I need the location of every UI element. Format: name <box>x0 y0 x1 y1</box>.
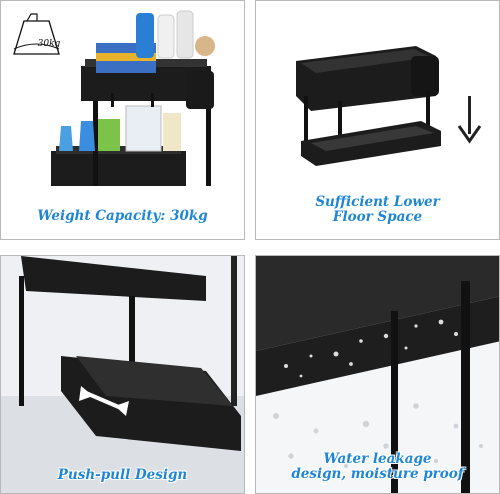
panel-weight-capacity: 30kg Weight Capacity: 30kg <box>0 0 245 240</box>
support-post <box>206 76 211 186</box>
panel-lower-floor-space: Sufficient Lower Floor Space <box>255 0 500 240</box>
caption-line-1: Sufficient Lower <box>315 194 440 210</box>
support-post <box>461 281 470 493</box>
upper-shelf <box>256 256 499 351</box>
organizer-empty-illustration <box>296 46 482 166</box>
weight-badge: 30kg <box>9 9 64 63</box>
side-cup <box>411 56 439 96</box>
panel-push-pull: Push-pull Design <box>0 255 245 494</box>
organizer-loaded-illustration <box>51 10 215 186</box>
side-cup <box>186 71 214 109</box>
brush <box>195 36 215 56</box>
panel-water-leakage: Water leakage design, moisture proof <box>255 255 500 494</box>
caption-line-2: Floor Space <box>332 209 423 225</box>
weight-badge-text: 30kg <box>37 39 61 49</box>
support-post <box>93 71 98 186</box>
upper-shelf <box>21 256 206 301</box>
perforated-shelf <box>256 296 499 396</box>
water-leakage-caption: Water leakage design, moisture proof <box>256 452 499 482</box>
floor-droplets <box>273 403 484 468</box>
push-pull-caption: Push-pull Design <box>57 467 188 483</box>
caption-line-1: Water leakage <box>323 451 432 467</box>
shelf-closeup-illustration <box>256 256 499 493</box>
lower-floor-space-caption: Sufficient Lower Floor Space <box>256 195 499 225</box>
double-arrow-icon <box>79 386 129 416</box>
caption-line-2: design, moisture proof <box>291 466 464 482</box>
drawer-pull-illustration <box>1 256 244 493</box>
lower-drawer <box>51 151 186 186</box>
weight-capacity-caption: Weight Capacity: 30kg <box>37 208 208 224</box>
support-post <box>391 311 398 493</box>
arrow-down-icon <box>457 96 482 144</box>
product-bottle <box>136 13 154 58</box>
ship-scale-icon <box>13 13 60 55</box>
